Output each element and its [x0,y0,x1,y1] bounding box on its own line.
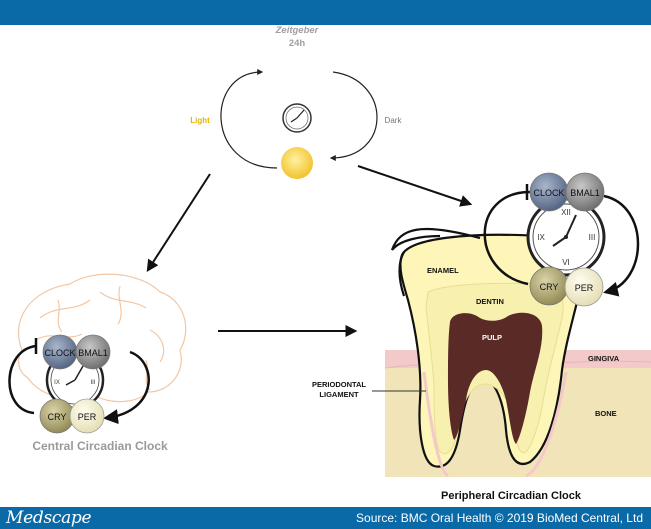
central-bmal1-label: BMAL1 [78,348,108,358]
peripheral-clock-label: CLOCK [533,188,564,198]
light-label: Light [190,116,210,125]
peripheral-per-label: PER [575,283,594,293]
dark-cycle-arrow [329,71,378,161]
zeitgeber-period: 24h [289,38,306,49]
circadian-diagram: Zeitgeber 24h Light Dark IX III CLOCK BM [8,25,651,502]
enamel-label: ENAMEL [427,266,459,275]
central-clock-node: CLOCK [42,334,78,370]
central-numeral-9: IX [54,380,60,386]
gingiva-label: GINGIVA [588,354,620,363]
peripheral-per-node: PER [564,267,604,307]
central-cry-node: CRY [39,398,75,434]
central-cry-label: CRY [48,412,67,422]
source-credit: Source: BMC Oral Health © 2019 BioMed Ce… [356,511,643,525]
peripheral-outer-loop [390,227,481,251]
ligament-label-line2: LIGAMENT [319,390,359,399]
ligament-label-line1: PERIODONTAL [312,380,366,389]
peripheral-bmal1-node: BMAL1 [565,172,605,212]
arrow-to-peripheral [357,165,473,207]
peripheral-numeral-6: VI [562,258,570,267]
sun-icon [281,147,313,179]
medscape-logo[interactable]: Medscape [6,508,92,528]
header-bar [0,0,651,25]
zeitgeber-title: Zeitgeber [275,25,320,36]
pulp-label: PULP [482,333,502,342]
peripheral-caption: Peripheral Circadian Clock [441,490,582,502]
peripheral-feedback-left [483,190,531,286]
enamel-outline [391,234,441,297]
peripheral-bmal1-label: BMAL1 [570,188,600,198]
central-feedback-right [103,350,150,425]
footer-bar: Medscape Source: BMC Oral Health © 2019 … [0,507,651,529]
peripheral-cry-node: CRY [529,266,569,306]
light-cycle-arrow [220,69,278,169]
arrow-to-central [146,173,211,273]
central-clock-label: CLOCK [44,348,75,358]
peripheral-numeral-3: III [589,233,596,242]
moon-icon [288,59,314,92]
dentin-label: DENTIN [476,297,504,306]
central-bmal1-node: BMAL1 [75,334,111,370]
peripheral-clock-node: CLOCK [529,172,569,212]
tooth-illustration [384,233,651,478]
gingiva-overlay [422,371,568,478]
central-numeral-3: III [90,380,95,386]
peripheral-numeral-9: IX [537,233,545,242]
peripheral-numeral-12: XII [561,208,571,217]
central-caption: Central Circadian Clock [32,439,168,453]
central-per-node: PER [69,398,105,434]
peripheral-clock-face: XII IX III VI [526,197,606,277]
peripheral-feedback-right [603,194,640,297]
zeitgeber-clock-icon [282,103,312,133]
bone-label: BONE [595,409,617,418]
peripheral-cry-label: CRY [540,282,559,292]
central-per-label: PER [78,412,97,422]
pulp-chamber [448,312,543,444]
central-feedback-left [8,344,37,415]
dark-label: Dark [385,116,403,125]
